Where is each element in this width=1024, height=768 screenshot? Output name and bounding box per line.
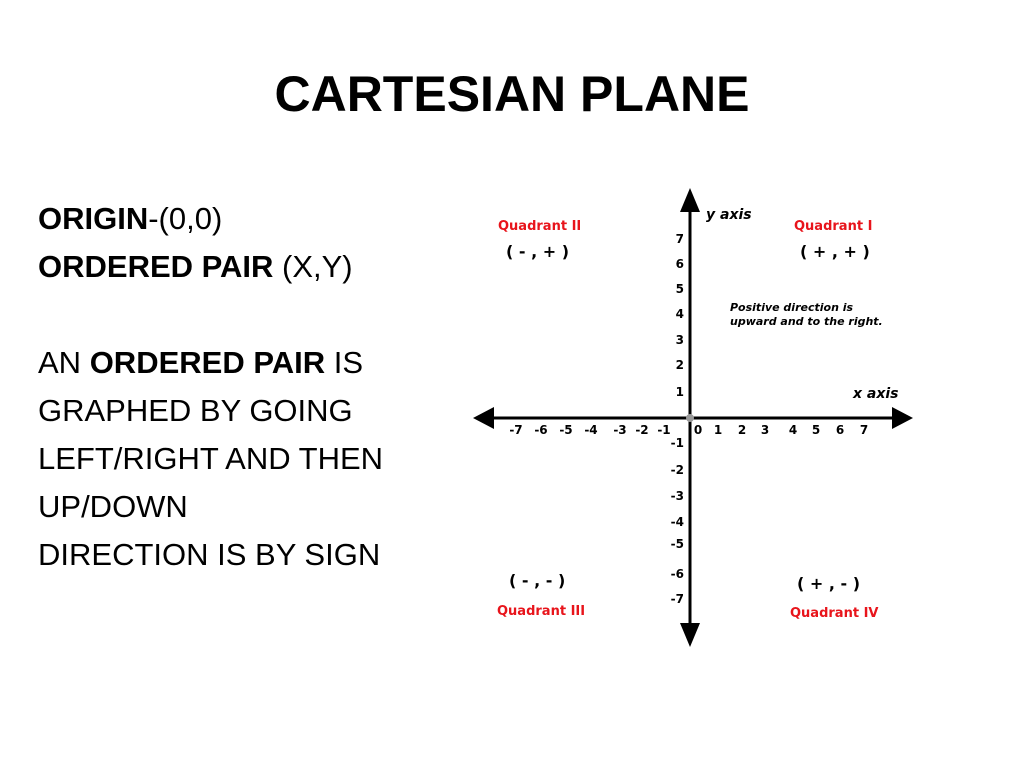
x-axis-tick-labels: -7 -6 -5 -4 -3 -2 -1 1 2 3 4 5 6 7 <box>509 423 868 437</box>
quadrant-4-sign: ( + , - ) <box>797 574 860 593</box>
body-line-4: UP/DOWN <box>38 489 188 524</box>
body-line-1-bold: ORDERED PAIR <box>89 345 326 380</box>
x-tick-label: 4 <box>789 423 797 437</box>
x-tick-label: 3 <box>761 423 769 437</box>
y-tick-label: 5 <box>676 282 684 296</box>
quadrant-4-name: Quadrant IV <box>790 606 878 621</box>
x-tick-label: -2 <box>635 423 648 437</box>
ordered-pair-value: (X,Y) <box>273 249 353 284</box>
direction-note-line-2: upward and to the right. <box>730 315 883 328</box>
x-tick-label: -6 <box>534 423 547 437</box>
x-tick-label: -1 <box>657 423 670 437</box>
y-tick-label: 1 <box>676 385 684 399</box>
body-line-2: GRAPHED BY GOING <box>38 393 353 428</box>
x-tick-label: -7 <box>509 423 522 437</box>
origin-tick-label: 0 <box>694 423 702 437</box>
direction-note-line-1: Positive direction is <box>730 301 853 314</box>
y-axis-top-arrow <box>680 188 700 212</box>
quadrant-2-sign: ( - , + ) <box>506 242 569 261</box>
origin-label: ORIGIN <box>38 201 149 236</box>
origin-line: ORIGIN-(0,0) <box>38 195 468 243</box>
x-axis-right-arrow <box>892 407 913 429</box>
x-tick-label: 5 <box>812 423 820 437</box>
x-axis-left-arrow <box>473 407 494 429</box>
x-tick-label: 6 <box>836 423 844 437</box>
body-line-5: DIRECTION IS BY SIGN <box>38 537 381 572</box>
origin-value: -(0,0) <box>148 201 223 236</box>
y-axis-label: y axis <box>706 207 752 223</box>
y-tick-label: -1 <box>671 436 684 450</box>
body-line-3: LEFT/RIGHT AND THEN <box>38 441 384 476</box>
x-axis-label: x axis <box>852 386 899 402</box>
quadrant-2-name: Quadrant II <box>498 219 581 234</box>
y-tick-label: 4 <box>676 307 684 321</box>
y-tick-label: 6 <box>676 257 684 271</box>
body-line-1-suffix: IS <box>325 345 363 380</box>
y-tick-label: -3 <box>671 489 684 503</box>
y-tick-label: -4 <box>671 515 684 529</box>
x-tick-label: 7 <box>860 423 868 437</box>
body-line-1: AN ORDERED PAIR IS <box>38 339 468 387</box>
y-axis-bottom-arrow <box>680 623 700 647</box>
y-tick-label: 2 <box>676 358 684 372</box>
quadrant-3-sign: ( - , - ) <box>509 571 565 590</box>
origin-dot <box>686 414 694 422</box>
ordered-pair-label: ORDERED PAIR <box>38 249 274 284</box>
ordered-pair-line: ORDERED PAIR (X,Y) <box>38 243 468 291</box>
x-tick-label: 1 <box>714 423 722 437</box>
x-tick-label: -5 <box>559 423 572 437</box>
y-tick-label: -6 <box>671 567 684 581</box>
slide-body: ORIGIN-(0,0) ORDERED PAIR (X,Y) AN ORDER… <box>38 195 468 579</box>
quadrant-3-name: Quadrant III <box>497 604 585 619</box>
body-line-1-prefix: AN <box>38 345 90 380</box>
quadrant-1-name: Quadrant I <box>794 219 872 234</box>
slide-title: CARTESIAN PLANE <box>274 66 750 122</box>
quadrant-1-sign: ( + , + ) <box>800 242 870 261</box>
x-tick-label: 2 <box>738 423 746 437</box>
y-tick-label: -2 <box>671 463 684 477</box>
y-axis-tick-labels: 7 6 5 4 3 2 1 -1 -2 -3 -4 -5 -6 -7 <box>671 232 684 606</box>
y-tick-label: -5 <box>671 537 684 551</box>
y-tick-label: 3 <box>676 333 684 347</box>
x-tick-label: -3 <box>613 423 626 437</box>
y-tick-label: 7 <box>676 232 684 246</box>
y-tick-label: -7 <box>671 592 684 606</box>
x-tick-label: -4 <box>584 423 597 437</box>
